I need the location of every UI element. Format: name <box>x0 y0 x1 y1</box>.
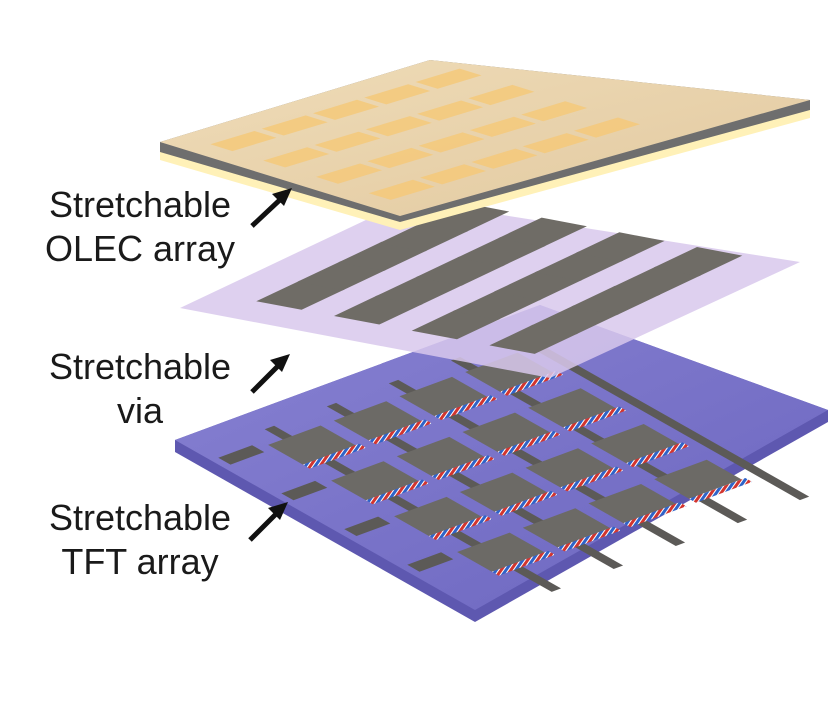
olec-pixel-pad <box>367 147 434 169</box>
tft-strain-stripe <box>626 442 690 468</box>
olec-arrow-icon <box>250 188 292 228</box>
via-contact-pad <box>575 232 665 262</box>
tft-cell-pad <box>528 388 616 428</box>
tft-cell-pad <box>654 459 742 499</box>
via-contact-pad <box>571 285 661 316</box>
tft-substrate <box>175 305 828 610</box>
tft-strain-stripe <box>494 490 558 516</box>
tft-strain-stripe <box>563 406 627 432</box>
olec-pixel-pad <box>469 116 536 137</box>
tft-cell-pad <box>268 425 356 465</box>
olec-pixel-pad <box>468 84 535 106</box>
tft-transistor-cells <box>268 352 753 576</box>
via-contact-pad <box>416 256 505 286</box>
tft-strain-stripe <box>557 526 621 552</box>
olec-array-layer <box>160 60 810 230</box>
tft-strain-stripe <box>560 466 624 492</box>
tft-cell-pad <box>462 412 550 452</box>
olec-pixel-pad <box>471 148 538 169</box>
tft-stub <box>407 552 454 572</box>
via-contact-pad <box>489 324 579 354</box>
olec-pixel-pads <box>210 68 640 200</box>
olec-label-line2: OLEC array <box>44 228 236 269</box>
olec-pixel-pad <box>364 84 431 105</box>
olec-pixel-pad <box>417 100 484 121</box>
via-contact-pad <box>334 295 423 325</box>
tft-label-line2: TFT array <box>61 541 219 582</box>
olec-pixel-pad <box>314 131 381 152</box>
olec-pixel-pad <box>574 117 640 138</box>
tft-stub <box>344 516 391 536</box>
pointer-arrows <box>248 188 292 542</box>
olec-pixel-pad <box>522 133 589 154</box>
tft-cell-pad <box>522 508 611 548</box>
olec-pixel-pad <box>210 131 277 152</box>
via-label-line2: via <box>116 390 164 431</box>
via-contact-pad <box>457 237 546 267</box>
tft-cell-pad <box>331 461 419 501</box>
via-layer <box>180 200 800 378</box>
olec-pixel-pad <box>313 99 379 120</box>
olec-pixel-pad <box>263 147 330 168</box>
tft-cell-pad <box>333 401 422 441</box>
tft-strain-stripe <box>431 455 495 480</box>
via-contact-pad <box>297 261 387 291</box>
olec-pixel-pad <box>368 179 435 200</box>
tft-cell-pad <box>588 484 676 524</box>
via-contact-pad <box>498 217 587 247</box>
tft-strain-stripe <box>368 419 432 445</box>
tft-stub <box>218 445 265 465</box>
tft-arrow-icon <box>248 502 288 542</box>
tft-array-label: Stretchable TFT array <box>30 496 250 584</box>
tft-cell-pad <box>457 532 545 572</box>
tft-strain-stripe <box>491 550 556 576</box>
olec-pixel-pad <box>418 132 485 153</box>
via-contact-pad <box>379 222 469 252</box>
olec-label-line1: Stretchable <box>48 184 232 225</box>
via-contact-pad <box>534 251 624 281</box>
tft-strain-stripe <box>365 479 430 505</box>
tft-strain-stripe <box>623 502 687 528</box>
via-contact-pad <box>653 247 743 277</box>
tft-strain-stripe <box>302 443 367 469</box>
tft-strain-stripe <box>689 478 753 503</box>
tft-cell-pad <box>399 376 487 416</box>
tft-cell-pad <box>394 496 482 536</box>
olec-array-label: Stretchable OLEC array <box>30 183 250 271</box>
via-label-line1: Stretchable <box>48 346 232 387</box>
tft-label-line1: Stretchable <box>48 497 232 538</box>
olec-pixel-pad <box>420 164 487 185</box>
tft-strain-stripe <box>434 395 498 420</box>
via-contact-pad <box>411 310 501 340</box>
via-label: Stretchable via <box>30 345 250 433</box>
olec-pixel-pad <box>261 115 328 136</box>
via-contact-pad <box>256 280 345 310</box>
tft-cell-pad <box>525 448 613 488</box>
olec-pixel-pad <box>316 163 382 184</box>
via-contact-pad <box>452 290 542 320</box>
olec-pixel-pad <box>365 116 432 137</box>
via-contact-pads <box>256 202 743 354</box>
via-contact-pad <box>493 271 583 301</box>
olec-pixel-pad <box>521 101 588 122</box>
via-contact-pad <box>530 305 620 335</box>
tft-strain-stripe <box>497 430 561 456</box>
tft-gate-line <box>512 334 810 501</box>
via-contact-pad <box>420 202 510 233</box>
tft-array-layer <box>175 305 828 622</box>
via-contact-pad <box>375 276 464 306</box>
tft-strain-stripe <box>428 515 493 540</box>
olec-pixel-pad <box>415 68 482 89</box>
tft-cell-pad <box>459 472 548 512</box>
via-arrow-icon <box>250 354 290 394</box>
tft-stub <box>281 480 328 501</box>
via-contact-pad <box>338 241 428 271</box>
tft-cell-pad <box>396 436 485 476</box>
via-sheet <box>180 200 800 378</box>
tft-cell-pad <box>591 424 679 464</box>
via-contact-pad <box>612 266 702 296</box>
